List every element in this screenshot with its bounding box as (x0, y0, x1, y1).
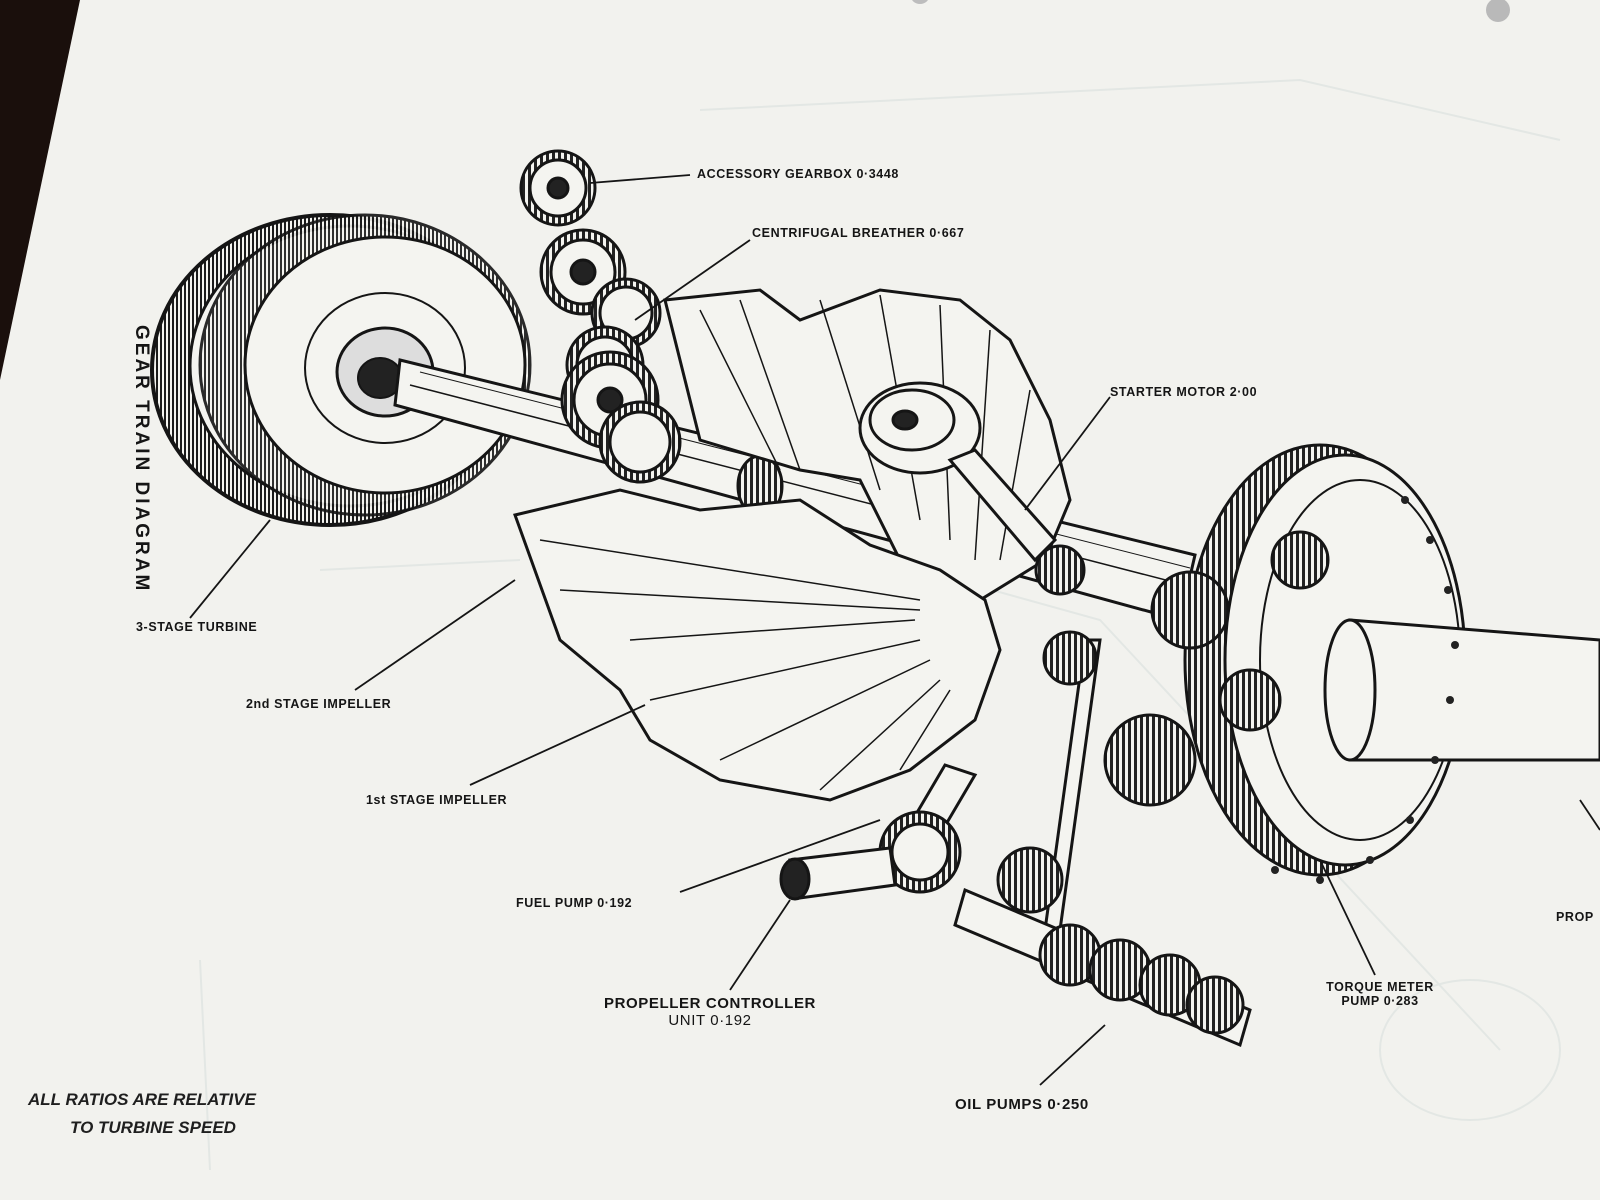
ratio-note-line2: TO TURBINE SPEED (70, 1118, 236, 1138)
label-1st-stage-impeller: 1st STAGE IMPELLER (366, 793, 508, 807)
label-accessory-gearbox: ACCESSORY GEARBOX 0·3448 (697, 167, 899, 181)
turbine-assembly (150, 213, 532, 527)
ratio-note: ALL RATIOS ARE RELATIVE TO TURBINE SPEED (28, 1086, 256, 1142)
leader-lines (189, 174, 1600, 1086)
label-propeller-controller-line1: PROPELLER CONTROLLER (603, 995, 816, 1012)
label-torque-meter-line2: PUMP 0·283 (1341, 994, 1419, 1009)
label-turbine: 3-STAGE TURBINE (136, 620, 258, 634)
label-propeller-controller-line2: UNIT 0·192 (668, 1012, 752, 1030)
label-starter-motor: STARTER MOTOR 2·00 (1110, 385, 1258, 399)
label-oil-pumps: OIL PUMPS 0·250 (955, 1096, 1089, 1113)
label-torque-meter: TORQUE METER PUMP 0·283 (1305, 980, 1455, 1009)
diagram-title: GEAR TRAIN DIAGRAM (131, 325, 152, 594)
oil-pump-drive (953, 630, 1252, 1048)
starter-motor (858, 381, 1086, 596)
label-propeller-controller: PROPELLER CONTROLLER UNIT 0·192 (585, 995, 835, 1030)
binder-hole (1486, 0, 1510, 22)
label-centrifugal-breather: CENTRIFUGAL BREATHER 0·667 (752, 226, 965, 240)
label-fuel-pump: FUEL PUMP 0·192 (516, 896, 633, 910)
fuel-pump-drive (779, 763, 978, 901)
label-2nd-stage-impeller: 2nd STAGE IMPELLER (246, 697, 392, 711)
binder-hole (912, 0, 928, 4)
accessory-gear-train (519, 149, 682, 484)
label-torque-meter-line1: TORQUE METER (1326, 980, 1434, 994)
impeller-1st-stage (513, 488, 1002, 802)
ratio-note-line1: ALL RATIOS ARE RELATIVE (28, 1090, 256, 1109)
label-prop-cropped: PROP (1556, 910, 1594, 924)
reduction-gear-assembly (1103, 443, 1600, 884)
